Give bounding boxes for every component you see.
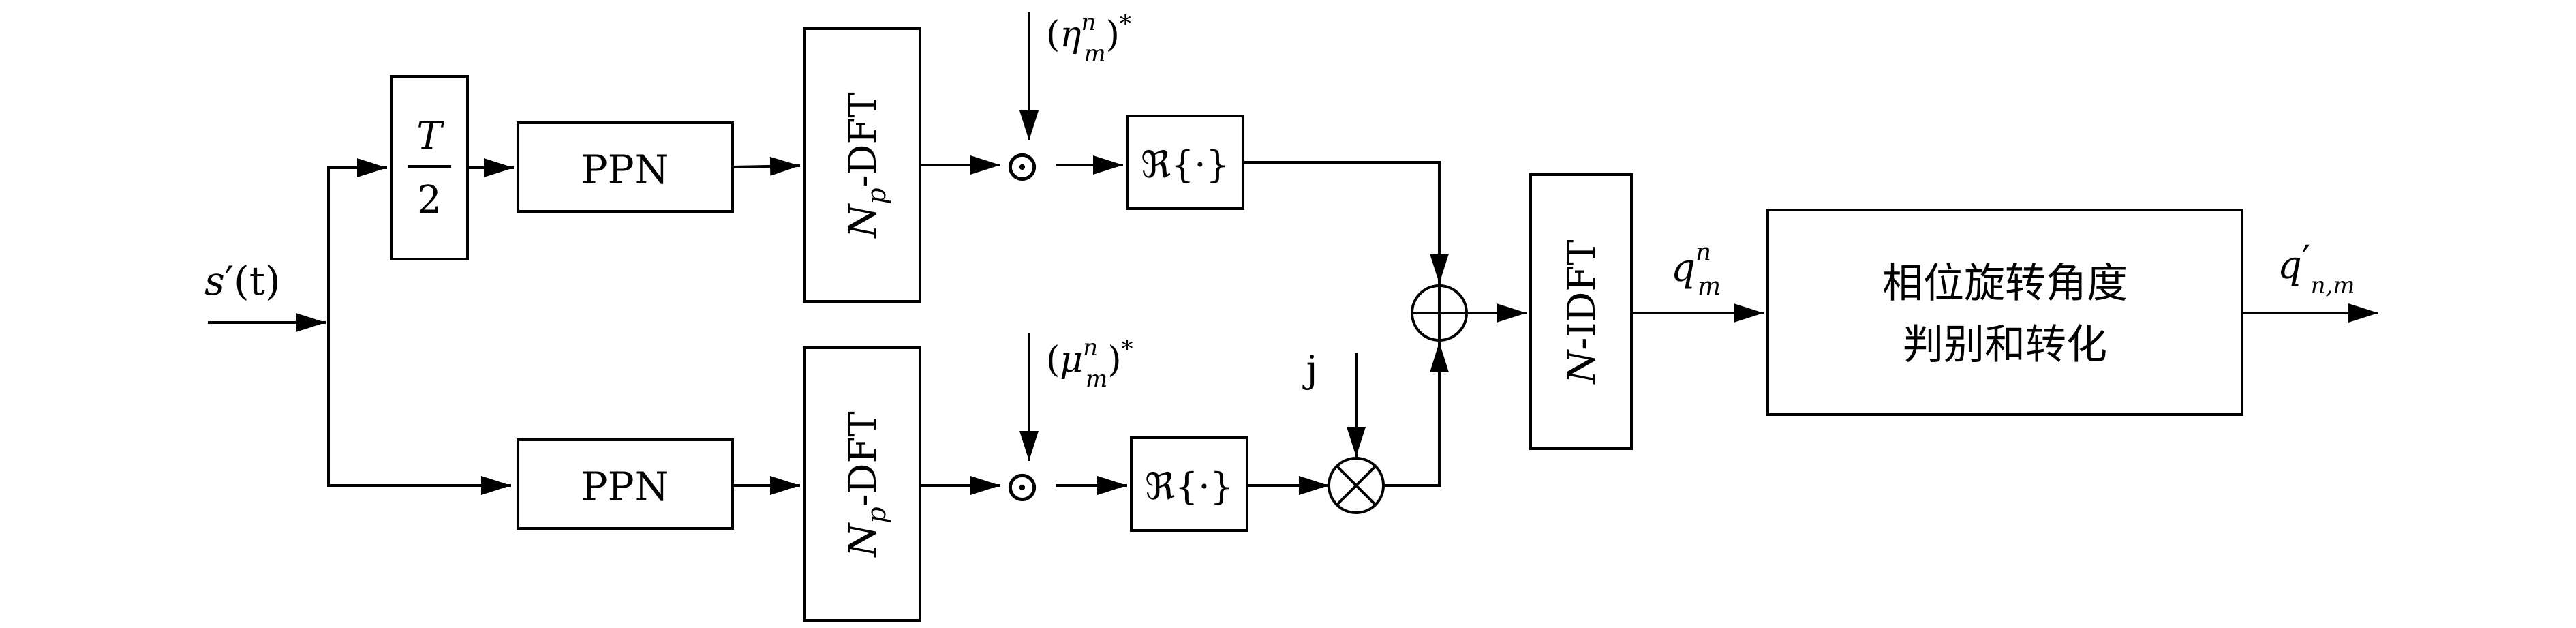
real-bottom-block	[1130, 436, 1248, 532]
cross-to-sum-line	[1383, 342, 1449, 487]
multiply-bottom-symbol: ⊙	[1004, 462, 1041, 512]
ppn-top-block	[517, 121, 734, 213]
dft-top-block	[803, 27, 921, 303]
multiply-top-symbol: ⊙	[1004, 141, 1041, 192]
decision-line2: 判别和转化	[1903, 321, 2107, 369]
idft-label: N-IDFT	[1560, 239, 1604, 385]
ppn-bottom-block	[517, 438, 734, 530]
idft-block	[1529, 173, 1633, 450]
dft-bottom-block	[803, 346, 921, 622]
output-label: q′n,m	[2278, 238, 2355, 299]
delay-denominator: 2	[417, 178, 442, 222]
delay-numerator: T	[416, 114, 444, 158]
real-bottom-label: ℜ{·}	[1145, 465, 1233, 508]
multiplier-cross	[1328, 457, 1385, 514]
dft-bottom-label: Np-DFT	[841, 411, 891, 558]
dft-top-label: Np-DFT	[841, 92, 891, 239]
ppn-top-to-dft-arrow	[732, 156, 801, 176]
decision-block	[1766, 209, 2243, 416]
summer-plus	[1411, 284, 1468, 342]
real-top-block	[1126, 115, 1244, 210]
svg-text:s′(t): s′(t)	[204, 258, 281, 304]
ppn-top-label: PPN	[581, 147, 669, 193]
split-to-top-line	[327, 158, 387, 323]
decision-line1: 相位旋转角度	[1882, 260, 2128, 308]
real-top-label: ℜ{·}	[1141, 143, 1229, 186]
input-signal-label: s′(t)	[204, 258, 281, 304]
ppn-bottom-label: PPN	[581, 464, 669, 510]
split-to-bottom-line	[327, 323, 511, 495]
real-top-to-sum-line	[1243, 161, 1449, 284]
j-label: j	[1302, 348, 1318, 391]
